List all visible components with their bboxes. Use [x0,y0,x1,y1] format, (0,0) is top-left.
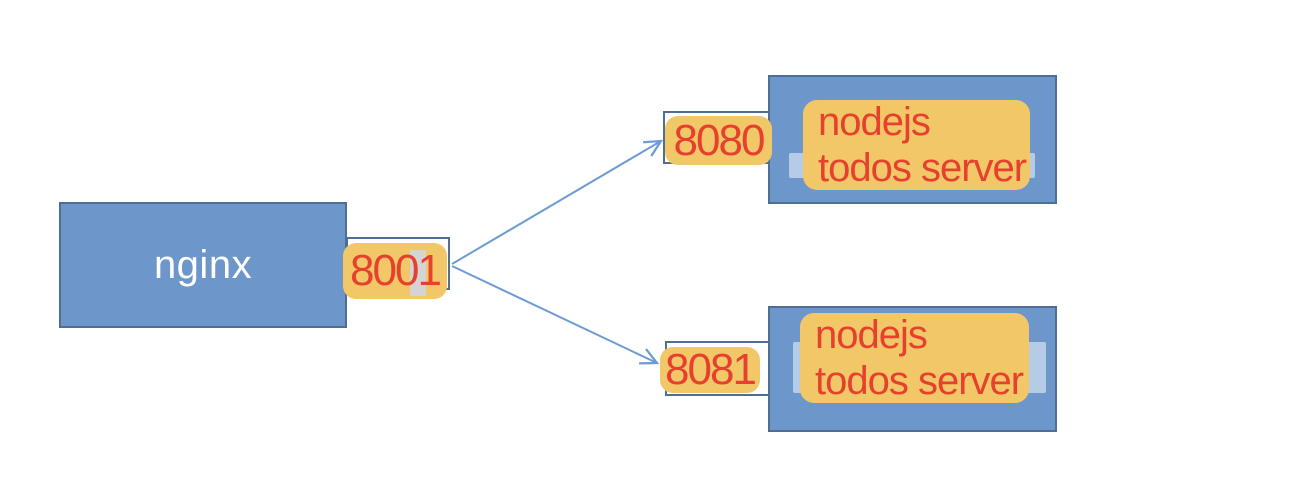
nginx-box[interactable]: nginx [59,202,347,328]
port-badge-8080[interactable]: 8080 [665,116,772,165]
port-8080-label: 8080 [673,115,766,165]
nginx-label: nginx [153,242,253,287]
server-label-8081[interactable]: nodejs todos server [800,313,1029,403]
port-8001-label: 8001 [350,246,442,295]
server-name-bottom: nodejs todos server [815,313,1024,403]
server-label-8080[interactable]: nodejs todos server [803,100,1030,190]
port-badge-8001[interactable]: 8001 [343,243,447,299]
arrow-nginx-to-8080[interactable] [451,139,664,265]
port-badge-8081[interactable]: 8081 [660,345,760,394]
arrow-nginx-to-8081[interactable] [451,265,660,365]
text-selection-bar [410,250,426,296]
server-name-top: nodejs todos server [818,100,1027,190]
port-8081-label: 8081 [665,345,757,394]
